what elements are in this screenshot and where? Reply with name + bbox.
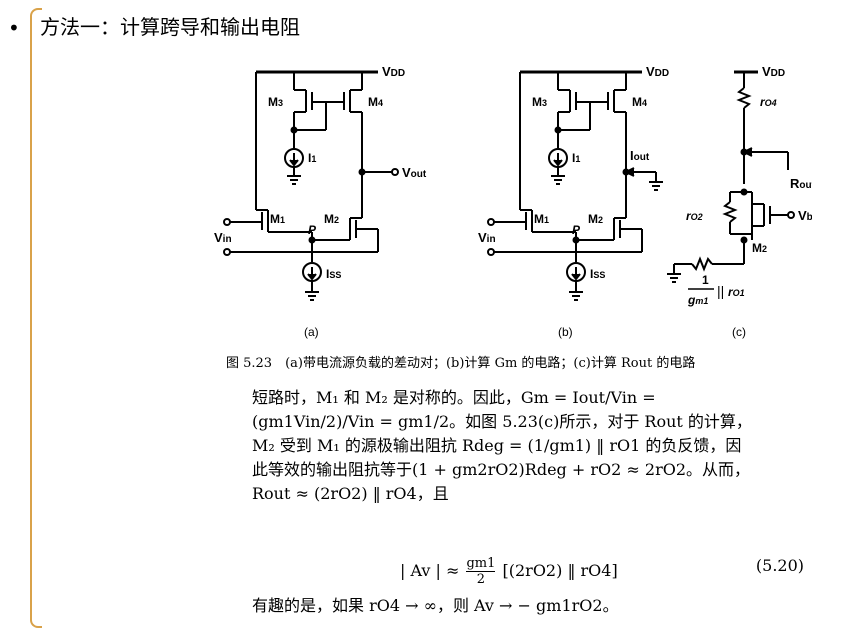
svg-text:ISS: ISS xyxy=(590,267,605,281)
body-line: (gm1Vin/2)/Vin = gm1/2。如图 5.23(c)所示，对于 R… xyxy=(252,412,752,431)
body-line: M₂ 受到 M₁ 的源极输出阻抗 Rdeg = (1/gm1) ‖ rO1 的负… xyxy=(252,436,742,455)
closing-line: 有趣的是，如果 rO4 → ∞，则 Av → − gm1rO2。 xyxy=(252,596,619,615)
svg-text:M1: M1 xyxy=(270,212,285,226)
svg-text:(c): (c) xyxy=(732,325,746,339)
svg-text:M1: M1 xyxy=(534,212,549,226)
svg-text:M2: M2 xyxy=(324,212,339,226)
slide-title: 方法一：计算跨导和输出电阻 xyxy=(40,15,300,39)
svg-text:VDD: VDD xyxy=(762,64,785,79)
body-text: 短路时，M₁ 和 M₂ 是对称的。因此，Gm = Iout/Vin = (gm1… xyxy=(252,386,812,506)
svg-text:P: P xyxy=(572,223,581,237)
svg-text:Rout: Rout xyxy=(790,176,812,191)
svg-text:M4: M4 xyxy=(368,95,383,109)
equation-5-20: | Av | ≈ gm1 2 [(2rO2) ‖ rO4] (5.20) xyxy=(252,546,812,590)
svg-text:gm1: gm1 xyxy=(687,293,708,307)
svg-text:M3: M3 xyxy=(268,95,283,109)
svg-text:Iout: Iout xyxy=(630,148,650,163)
svg-text:M3: M3 xyxy=(532,95,547,109)
svg-text:VDD: VDD xyxy=(646,64,669,79)
equation-rhs: [(2rO2) ‖ rO4] xyxy=(502,561,618,580)
equation-numerator: gm1 xyxy=(466,556,496,572)
svg-text:M4: M4 xyxy=(632,95,647,109)
circuit-b: VDD M3 M4 xyxy=(478,64,669,339)
svg-text:ISS: ISS xyxy=(326,267,341,281)
body-line: 短路时，M₁ 和 M₂ 是对称的。因此，Gm = Iout/Vin = xyxy=(252,388,656,407)
equation-lhs: | Av | ≈ xyxy=(400,561,460,580)
svg-text:(b): (b) xyxy=(558,325,573,339)
svg-text:P: P xyxy=(308,223,317,237)
svg-text:Vin: Vin xyxy=(214,230,232,245)
svg-text:(a): (a) xyxy=(304,325,319,339)
svg-text:M2: M2 xyxy=(752,241,767,255)
body-line: 此等效的输出阻抗等于(1 + gm2rO2)Rdeg + rO2 ≈ 2rO2。… xyxy=(252,460,751,479)
content-bracket xyxy=(30,8,42,628)
svg-text:1: 1 xyxy=(702,273,709,287)
svg-text:rO1: rO1 xyxy=(728,285,745,299)
svg-text:VDD: VDD xyxy=(382,64,405,79)
svg-text:rO2: rO2 xyxy=(686,209,703,223)
figure-caption: 图 5.23 (a)带电流源负载的差动对；(b)计算 Gm 的电路；(c)计算 … xyxy=(226,356,696,371)
circuit-figure: VDD M3 M4 xyxy=(214,64,816,339)
svg-text:Vb: Vb xyxy=(798,208,812,223)
svg-text:M2: M2 xyxy=(588,212,603,226)
circuit-c: VDD rO4 Rout rO2 Vb xyxy=(667,64,816,339)
bullet: • xyxy=(8,16,20,40)
svg-text:Vin: Vin xyxy=(478,230,496,245)
svg-text:I1: I1 xyxy=(308,151,316,165)
equation-number: (5.20) xyxy=(755,556,804,575)
textbook-page: VDD M3 M4 xyxy=(212,52,816,622)
svg-text:rO4: rO4 xyxy=(760,95,777,109)
equation-denominator: 2 xyxy=(476,572,486,587)
body-line: Rout ≈ (2rO2) ‖ rO4，且 xyxy=(252,484,449,503)
svg-text:||: || xyxy=(717,283,724,299)
svg-text:I1: I1 xyxy=(572,151,580,165)
circuit-a: VDD M3 M4 xyxy=(214,64,427,339)
svg-text:Vout: Vout xyxy=(402,165,427,180)
